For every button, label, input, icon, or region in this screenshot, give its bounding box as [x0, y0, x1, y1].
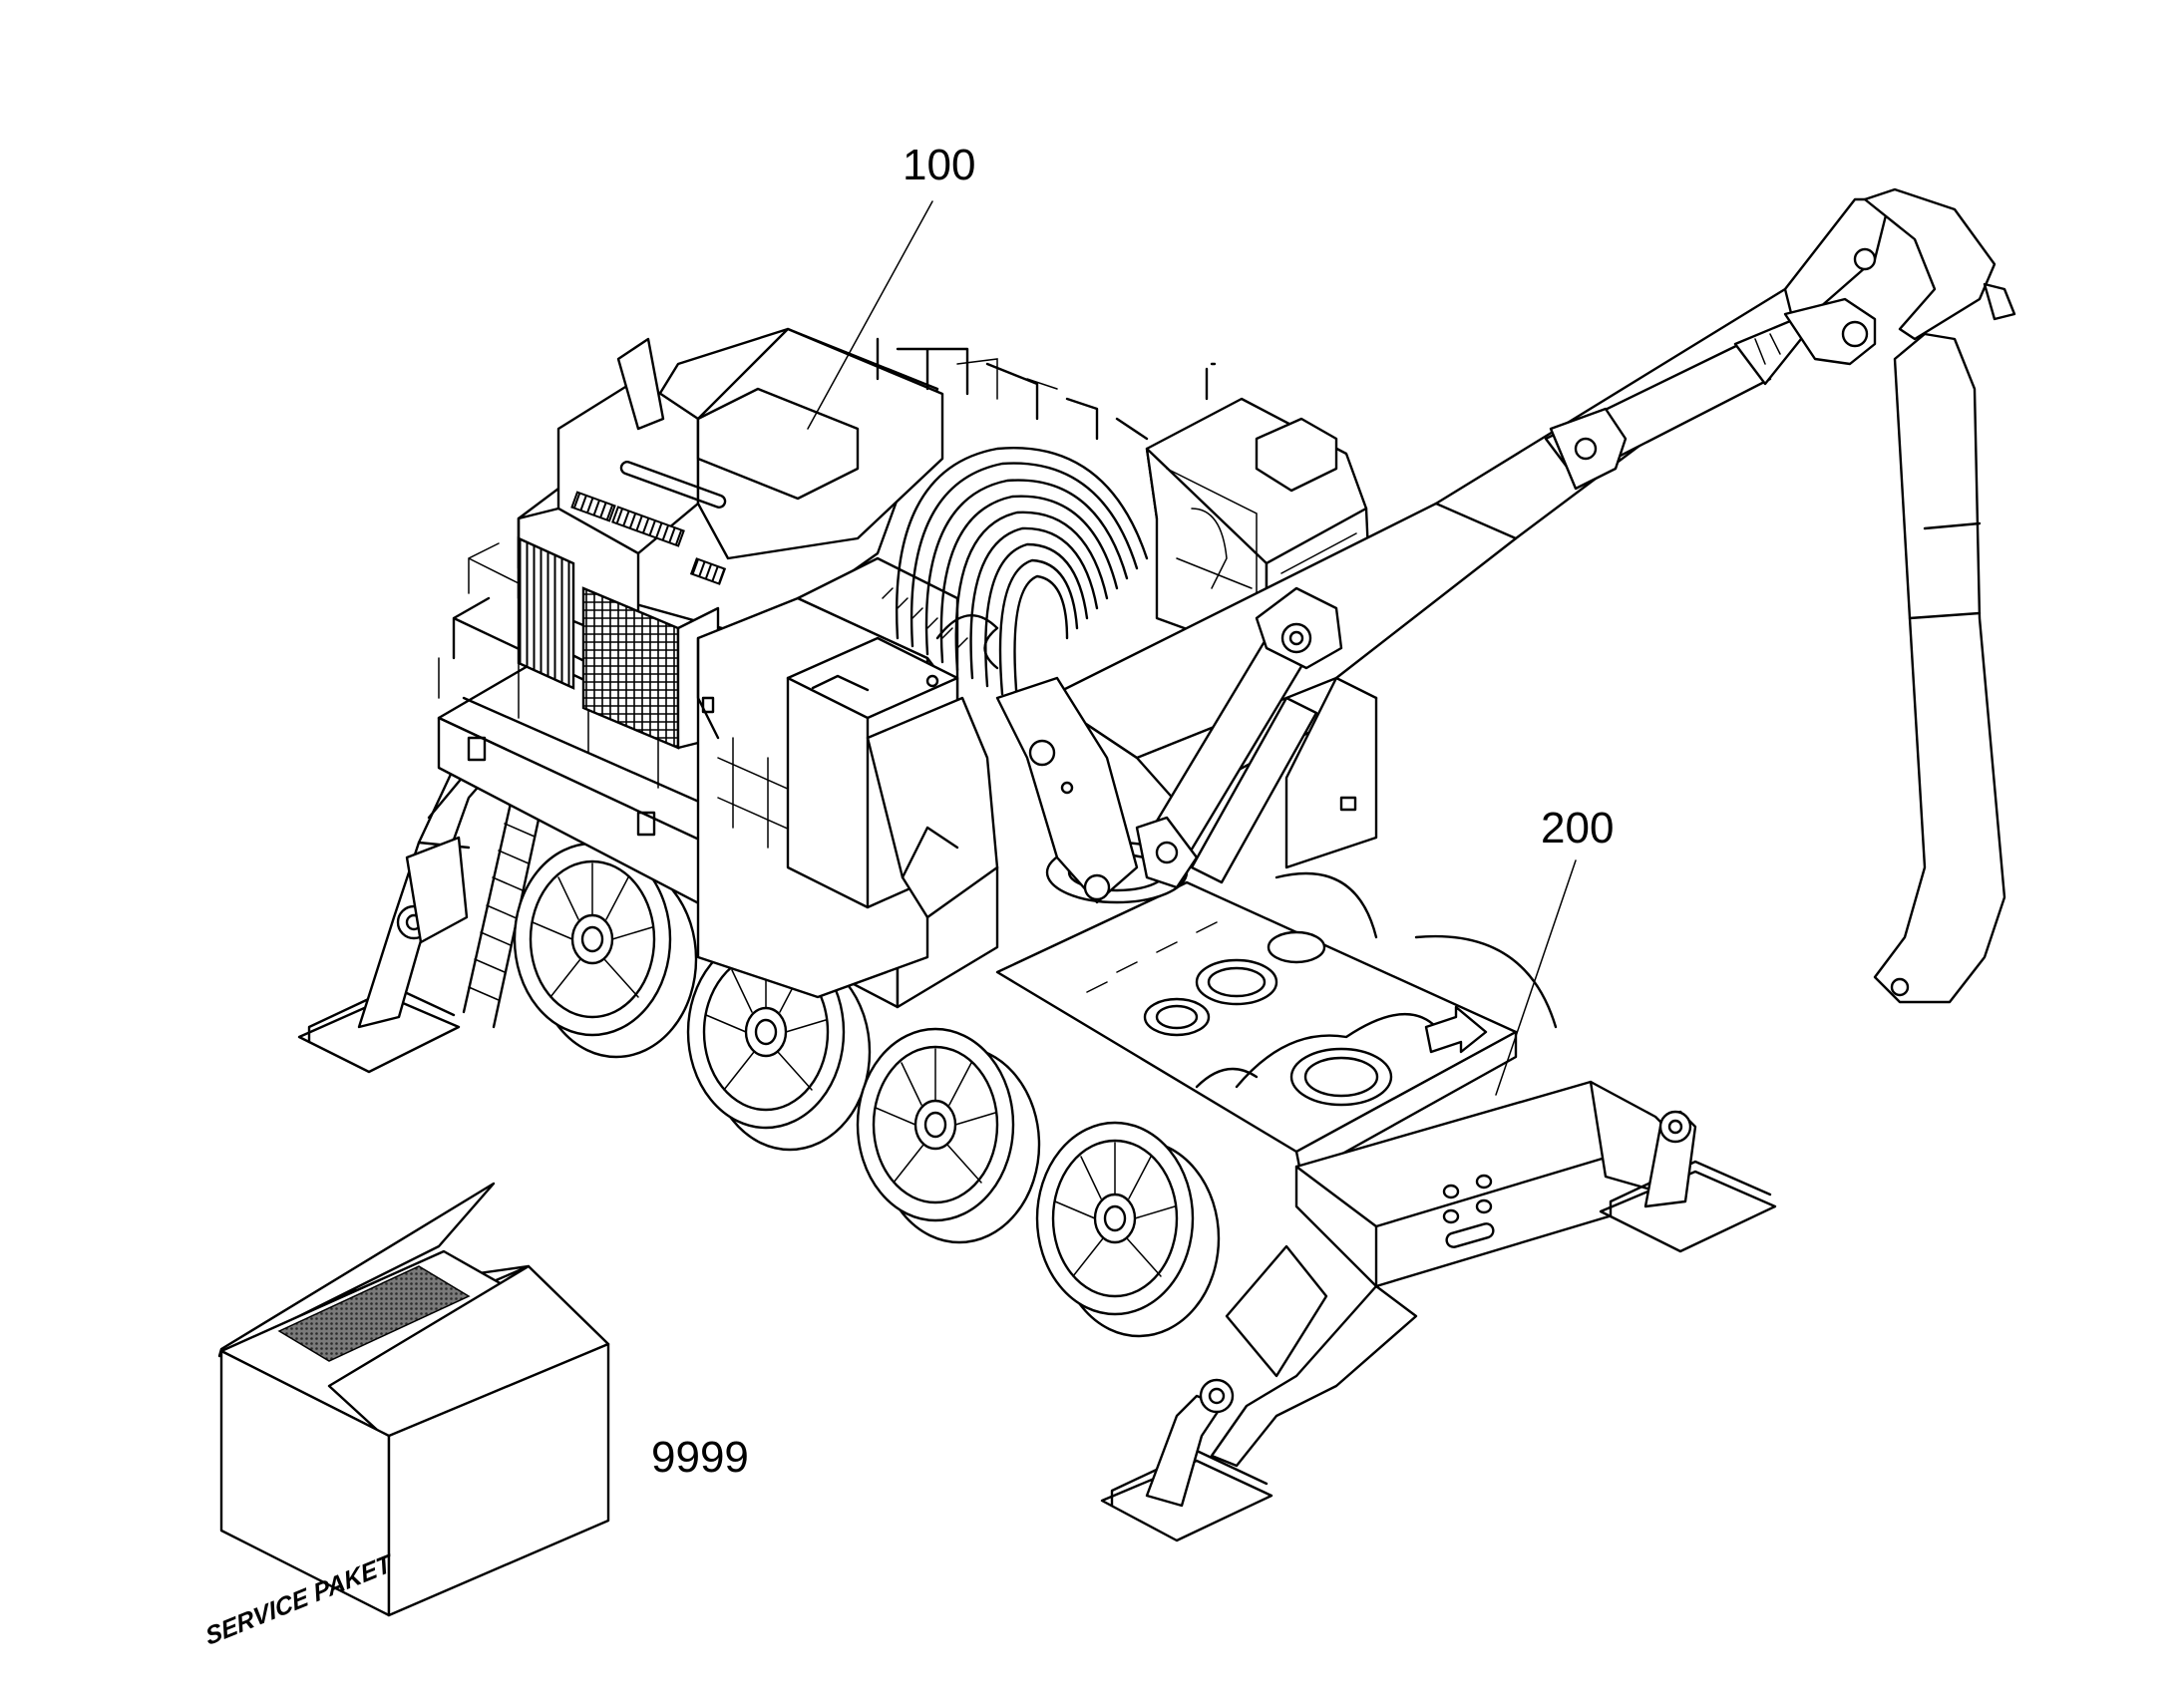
vent-grille-3 — [689, 557, 727, 585]
vent-grille-1 — [570, 491, 616, 522]
superstructure — [437, 187, 2016, 1009]
wheel-1 — [513, 842, 698, 1059]
undercarriage — [297, 736, 1777, 1542]
callout-100: 100 — [903, 141, 975, 189]
top-railing — [876, 337, 1149, 441]
stick-arm — [1853, 187, 2016, 1004]
front-right-outrigger — [1589, 1080, 1777, 1253]
leader-line-100 — [807, 200, 933, 430]
leader-lines — [807, 200, 1577, 1096]
front-left-outrigger — [1100, 1244, 1418, 1542]
boom-cylinder — [1135, 586, 1343, 889]
wheel-4 — [1035, 1121, 1221, 1338]
radiator-side-vents — [517, 536, 575, 690]
leader-line-200 — [1495, 859, 1577, 1096]
hose-arch — [882, 447, 1149, 704]
wheel-3 — [856, 1027, 1041, 1244]
callout-200: 200 — [1541, 804, 1614, 853]
callout-9999: 9999 — [651, 1433, 749, 1482]
upper-body — [696, 556, 959, 999]
rear-outrigger — [297, 736, 506, 1074]
service-box: SERVICE PAKET — [203, 1182, 610, 1651]
service-box-contents — [277, 1265, 471, 1362]
stick-cylinder — [1544, 297, 1877, 491]
vent-grille-2 — [611, 506, 685, 547]
far-wheels — [1274, 871, 1558, 1029]
undercarriage-deck — [995, 880, 1518, 1179]
